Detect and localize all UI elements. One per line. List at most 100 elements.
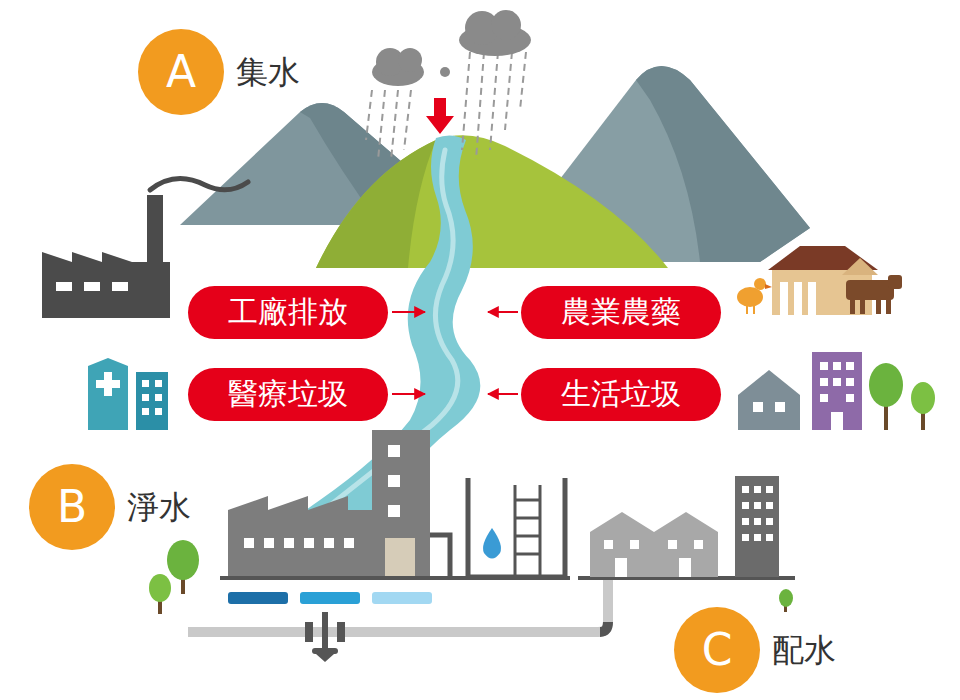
illustration-part bbox=[440, 67, 450, 77]
houses-icon bbox=[578, 476, 795, 578]
illustration-part bbox=[344, 538, 354, 548]
illustration-part bbox=[149, 574, 171, 602]
illustration-part bbox=[630, 540, 639, 549]
illustration-part bbox=[515, 517, 540, 520]
illustration-part bbox=[846, 362, 854, 370]
illustration-part bbox=[850, 298, 855, 314]
step-label: 淨水 bbox=[127, 491, 191, 523]
illustration-part bbox=[888, 275, 902, 289]
step-badge: B bbox=[29, 464, 115, 550]
illustration-part bbox=[244, 538, 254, 548]
pollution-source-pill: 農業農藥 bbox=[521, 286, 721, 339]
illustration-part bbox=[742, 502, 749, 509]
illustration-part bbox=[820, 378, 828, 386]
illustration-part bbox=[754, 534, 761, 541]
illustration-part bbox=[754, 502, 761, 509]
illustration-part bbox=[911, 382, 935, 414]
illustration-part bbox=[324, 538, 334, 548]
pill-label: 醫療垃圾 bbox=[228, 377, 348, 412]
illustration-part bbox=[753, 402, 763, 412]
illustration-part bbox=[746, 305, 748, 314]
illustration-part bbox=[188, 578, 608, 632]
hospital-icon bbox=[88, 358, 168, 430]
illustration-part bbox=[84, 282, 100, 291]
step-badge: A bbox=[138, 29, 224, 115]
illustration-part bbox=[820, 362, 828, 370]
illustration-part bbox=[42, 252, 170, 318]
illustration-part bbox=[398, 48, 422, 72]
illustration-part bbox=[766, 502, 773, 509]
pill-label: 農業農藥 bbox=[561, 295, 681, 330]
illustration-part bbox=[56, 282, 72, 291]
illustration-part bbox=[337, 622, 345, 642]
illustration-part bbox=[846, 394, 854, 402]
illustration-part bbox=[391, 90, 398, 160]
step-circle: A集水 bbox=[138, 29, 300, 115]
illustration-part bbox=[515, 499, 540, 502]
illustration-part bbox=[742, 486, 773, 541]
green-hill bbox=[316, 135, 668, 268]
illustration-part bbox=[833, 378, 841, 386]
step-circle: B 淨水 bbox=[29, 464, 191, 550]
pollution-source-pill: 工廠排放 bbox=[188, 286, 388, 339]
illustration-part bbox=[794, 282, 802, 315]
illustration-part bbox=[737, 287, 763, 307]
illustration-part bbox=[88, 358, 128, 430]
illustration-part bbox=[780, 282, 816, 315]
illustration-part bbox=[742, 534, 749, 541]
step-letter: C bbox=[702, 628, 733, 672]
illustration-part bbox=[264, 538, 274, 548]
illustration-part bbox=[488, 393, 518, 395]
town-icon bbox=[738, 352, 935, 430]
illustration-part bbox=[615, 558, 627, 577]
illustration-part bbox=[167, 540, 199, 580]
illustration-part bbox=[876, 298, 881, 314]
illustration-part bbox=[304, 538, 314, 548]
illustration-part bbox=[694, 540, 703, 549]
illustration-part bbox=[462, 52, 470, 150]
farm-icon bbox=[737, 246, 902, 315]
pollution-arrows bbox=[392, 312, 518, 394]
illustration-part bbox=[228, 430, 430, 577]
illustration-part bbox=[765, 284, 772, 289]
illustration-part bbox=[316, 140, 436, 268]
illustration-part bbox=[886, 298, 891, 314]
illustration-part bbox=[385, 538, 415, 577]
illustration-part bbox=[96, 380, 120, 388]
illustration-part bbox=[766, 534, 773, 541]
illustration-part bbox=[766, 486, 773, 493]
illustration-part bbox=[155, 408, 162, 415]
illustration-part bbox=[388, 445, 400, 457]
illustration-part bbox=[812, 352, 862, 430]
illustration-part bbox=[831, 412, 843, 430]
step-label: 配水 bbox=[772, 634, 836, 666]
illustration-part bbox=[515, 485, 540, 577]
illustration-part bbox=[392, 393, 425, 395]
illustration-part bbox=[220, 576, 570, 580]
illustration-part bbox=[136, 372, 168, 430]
illustration-part bbox=[604, 540, 613, 549]
illustration-part bbox=[846, 275, 902, 314]
illustration-part bbox=[846, 378, 854, 386]
illustration-part bbox=[305, 622, 313, 642]
illustration-part bbox=[490, 52, 498, 150]
illustration-part bbox=[808, 282, 816, 315]
illustration-part bbox=[820, 362, 854, 430]
pill-label: 生活垃圾 bbox=[561, 377, 681, 412]
illustration-part bbox=[300, 592, 360, 604]
illustration-part bbox=[366, 90, 372, 140]
illustration-part bbox=[590, 512, 718, 577]
step-circle: C 配水 bbox=[674, 607, 836, 693]
illustration-part bbox=[142, 394, 149, 401]
illustration-part bbox=[322, 612, 328, 648]
illustration-part bbox=[766, 518, 773, 525]
illustration-part bbox=[742, 518, 749, 525]
pill-label: 工廠排放 bbox=[228, 295, 348, 330]
illustration-part bbox=[505, 52, 512, 130]
illustration-part bbox=[316, 135, 668, 268]
illustration-part bbox=[737, 278, 772, 314]
pollution-source-pill: 生活垃圾 bbox=[521, 368, 721, 421]
illustration-part bbox=[404, 90, 411, 150]
